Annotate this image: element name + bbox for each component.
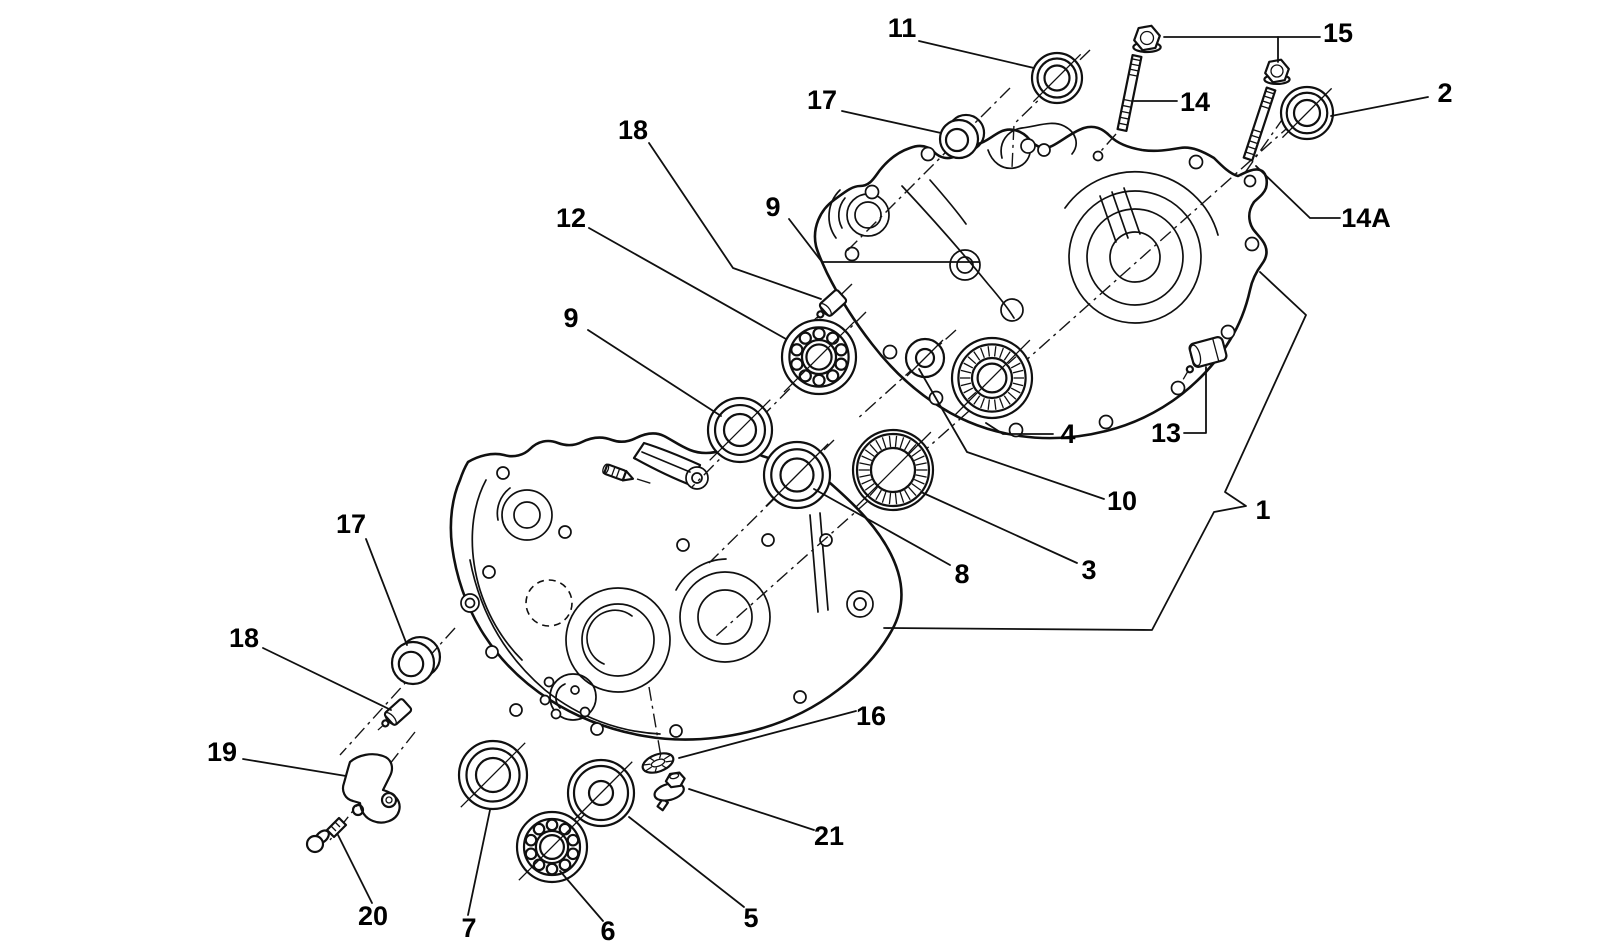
oil-seal-7 (457, 739, 529, 811)
part-label-14: 14 (1180, 87, 1210, 117)
center-axis-line (636, 478, 654, 485)
leader-line-20 (337, 834, 373, 904)
part-label-9: 9 (563, 303, 578, 333)
leader-line-3 (920, 491, 1078, 564)
ball-bearing-12 (780, 318, 858, 396)
leader-lines-layer (242, 36, 1429, 922)
leader-line-6 (559, 870, 604, 922)
leader-line-18 (262, 647, 392, 711)
dowel-18-upper (812, 289, 848, 322)
center-axis-line (845, 87, 1011, 253)
part-label-7: 7 (461, 913, 476, 943)
dowel-18-lower (377, 698, 413, 731)
washer-5 (566, 758, 636, 828)
left-crankcase-half-drawing (449, 432, 903, 741)
leader-line-14A (1255, 165, 1341, 219)
part-label-6: 6 (600, 916, 615, 946)
leader-line-4 (985, 422, 1054, 435)
part-label-15: 15 (1323, 18, 1353, 48)
leader-line-17 (841, 110, 942, 134)
leader-line-1 (883, 271, 1307, 631)
oil-seal-9 (706, 396, 774, 464)
center-axis-line (1241, 116, 1285, 178)
leader-line-12 (588, 227, 787, 340)
leader-line-21 (688, 788, 815, 831)
part-label-17: 17 (807, 85, 837, 115)
part-label-16: 16 (856, 701, 886, 731)
part-label-21: 21 (814, 821, 844, 851)
part-label-12: 12 (556, 203, 586, 233)
damper-bushing-13 (1182, 336, 1228, 380)
oil-jet-screw (602, 463, 635, 482)
right-crankcase-half-drawing (813, 122, 1269, 440)
roller-bearing-4 (950, 336, 1034, 420)
part-label-2: 2 (1437, 78, 1452, 108)
leader-line-5 (628, 816, 745, 908)
leader-line-9 (587, 329, 722, 417)
leader-line-16 (678, 710, 857, 759)
oil-seal-2 (1279, 85, 1335, 141)
part-label-14A: 14A (1341, 203, 1391, 233)
center-axis-line (648, 686, 662, 758)
seal-ring-8 (762, 440, 832, 510)
flange-nut-15b (1263, 58, 1291, 86)
center-axis-line (339, 627, 456, 756)
part-label-20: 20 (358, 901, 388, 931)
leader-line-11 (918, 40, 1035, 69)
leader-line-7 (467, 809, 491, 916)
part-label-5: 5 (743, 903, 758, 933)
part-label-17: 17 (336, 509, 366, 539)
plug-17-upper (938, 113, 986, 160)
plug-17-lower (390, 635, 442, 686)
leader-line-9 (788, 218, 980, 263)
leader-line-18 (648, 142, 822, 300)
bracket-19 (341, 753, 401, 824)
needle-bearing-3 (851, 428, 935, 512)
flange-nut-15a (1132, 24, 1162, 54)
callout-labels-layer: 11 15 2 17 14 18 9 12 14A 9 4 13 10 1 17 3 8 18 16 19 21 20 7 6… (207, 13, 1453, 946)
part-label-19: 19 (207, 737, 237, 767)
part-label-4: 4 (1060, 419, 1075, 449)
part-label-18: 18 (618, 115, 648, 145)
drain-plug-21 (653, 771, 686, 812)
part-label-10: 10 (1107, 486, 1137, 516)
center-axis-line (1100, 133, 1117, 152)
center-axis-line (855, 329, 957, 421)
sealing-washer-16 (641, 752, 675, 774)
leader-line-2 (1330, 96, 1429, 117)
spacer-10 (904, 337, 946, 379)
part-label-1: 1 (1255, 495, 1270, 525)
part-label-3: 3 (1081, 555, 1096, 585)
leader-line-13 (1183, 366, 1207, 434)
leader-line-10 (918, 368, 1105, 500)
part-label-11: 11 (888, 13, 917, 43)
ball-bearing-6 (515, 810, 589, 884)
part-label-13: 13 (1151, 418, 1181, 448)
part-label-18: 18 (229, 623, 259, 653)
part-label-8: 8 (954, 559, 969, 589)
bolt-20 (305, 816, 348, 854)
oil-seal-11 (1030, 51, 1084, 105)
leader-line-19 (242, 758, 347, 777)
leader-line-17 (365, 538, 408, 646)
stud-14 (1116, 54, 1143, 132)
leader-line-8 (813, 488, 951, 566)
exploded-parts-layer (305, 24, 1335, 884)
stud-14a (1242, 86, 1277, 162)
part-label-9: 9 (765, 192, 780, 222)
